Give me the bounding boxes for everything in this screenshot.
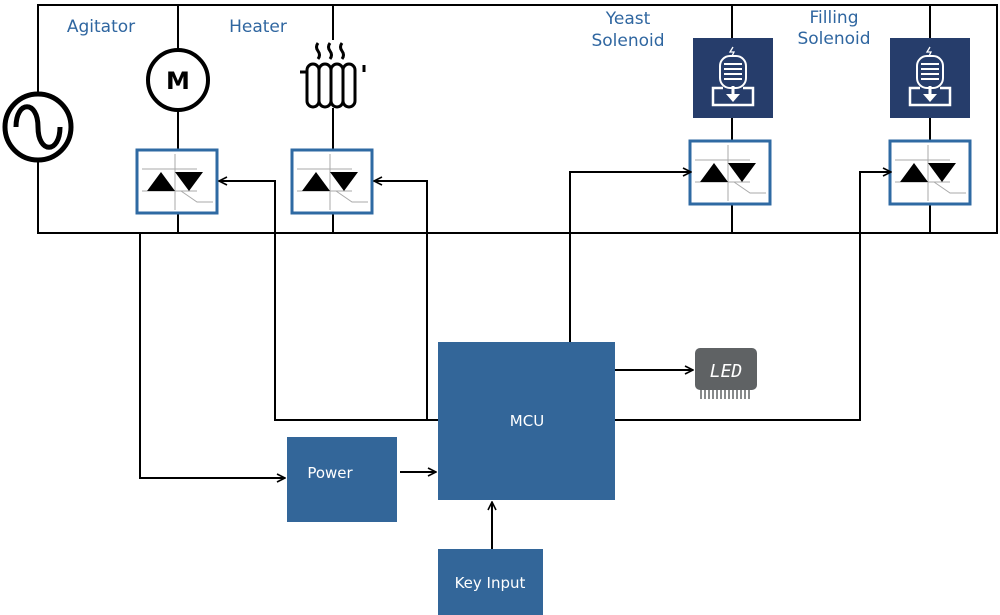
yeast-solenoid-label-line1: Yeast bbox=[605, 9, 651, 29]
key-input-label: Key Input bbox=[455, 574, 526, 592]
filling-triac-icon bbox=[888, 139, 972, 206]
motor-icon: M bbox=[146, 48, 210, 112]
mains-wiring bbox=[37, 4, 998, 234]
power-label: Power bbox=[307, 464, 353, 482]
power-block: Power bbox=[287, 437, 397, 522]
agitator-label: Agitator bbox=[67, 17, 135, 37]
mcu-block: MCU bbox=[438, 342, 615, 500]
control-wiring bbox=[139, 172, 891, 549]
yeast-solenoid-icon bbox=[691, 36, 775, 120]
filling-solenoid-icon bbox=[888, 36, 972, 120]
key-input-block: Key Input bbox=[438, 549, 543, 615]
led-display-icon: LED bbox=[695, 348, 757, 399]
led-label: LED bbox=[710, 361, 743, 382]
yeast-solenoid-label-line2: Solenoid bbox=[591, 31, 664, 51]
ac-source-icon bbox=[2, 91, 74, 163]
heater-label: Heater bbox=[229, 17, 287, 37]
agitator-triac-icon bbox=[135, 148, 219, 215]
heater-triac-icon bbox=[290, 148, 374, 215]
yeast-triac-icon bbox=[688, 139, 772, 206]
filling-solenoid-label-line2: Solenoid bbox=[797, 29, 870, 49]
motor-symbol: M bbox=[166, 67, 190, 95]
filling-solenoid-label-line1: Filling bbox=[810, 8, 859, 28]
heater-icon bbox=[300, 42, 366, 109]
mcu-label: MCU bbox=[510, 412, 544, 430]
